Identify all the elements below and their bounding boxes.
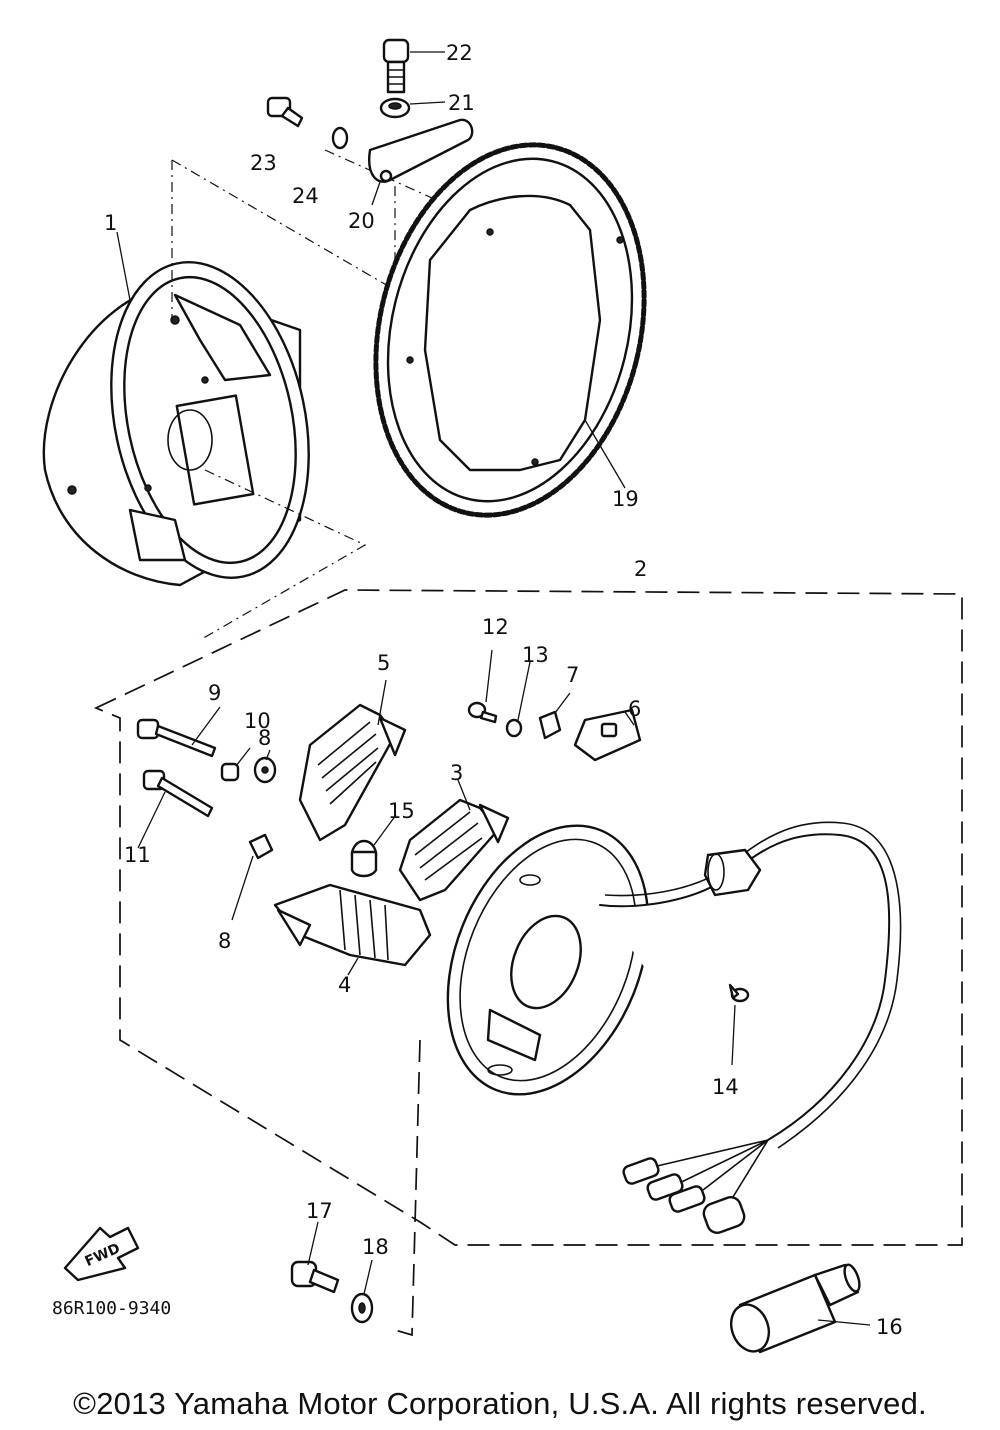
bolt-17-leader bbox=[307, 1221, 319, 1266]
coil-5-leader bbox=[377, 679, 387, 726]
clip-8b-leader bbox=[231, 855, 254, 921]
callout-23: 23 bbox=[250, 151, 277, 175]
brush-holder bbox=[573, 708, 642, 762]
screw-9-leader bbox=[191, 706, 221, 746]
callout-8a: 8 bbox=[258, 726, 271, 750]
coil-4-leader bbox=[347, 957, 359, 976]
cap-bolt bbox=[382, 38, 410, 94]
callout-5: 5 bbox=[377, 651, 390, 675]
spacer-15-leader bbox=[373, 814, 397, 846]
alignment-line-stator bbox=[199, 469, 367, 641]
washer-10-leader bbox=[235, 747, 251, 767]
callout-22: 22 bbox=[446, 41, 473, 65]
coil-4 bbox=[273, 883, 432, 967]
callout-11: 11 bbox=[124, 843, 151, 867]
callout-19: 19 bbox=[612, 487, 639, 511]
washer-18 bbox=[350, 1292, 374, 1324]
flange-bolt-17 bbox=[290, 1260, 340, 1294]
diagram-code: 86R100-9340 bbox=[52, 1298, 171, 1319]
stator-base-plate bbox=[446, 824, 672, 1096]
washer-leader bbox=[409, 101, 446, 105]
grommet bbox=[703, 848, 762, 897]
clip-8b bbox=[248, 833, 274, 860]
connector-terminals bbox=[622, 1139, 769, 1234]
callout-20: 20 bbox=[348, 209, 375, 233]
callout-13: 13 bbox=[522, 643, 549, 667]
puller-leader bbox=[817, 1319, 871, 1326]
callout-15: 15 bbox=[388, 799, 415, 823]
callout-6: 6 bbox=[628, 697, 641, 721]
bracket-leader bbox=[371, 181, 381, 206]
flywheel-leader bbox=[116, 231, 131, 301]
starter-ring-gear bbox=[373, 142, 647, 518]
callout-18: 18 bbox=[362, 1235, 389, 1259]
washer-10 bbox=[220, 762, 240, 782]
long-screw-9 bbox=[136, 718, 217, 758]
screw-14 bbox=[728, 983, 750, 1003]
brush-holder-leader bbox=[624, 711, 635, 726]
fwd-arrow-icon: FWD bbox=[63, 1226, 140, 1282]
callout-7: 7 bbox=[566, 663, 579, 687]
screw-12-leader bbox=[485, 649, 493, 703]
screw-11-leader bbox=[137, 791, 166, 849]
callout-21: 21 bbox=[448, 91, 475, 115]
callout-1: 1 bbox=[104, 211, 117, 235]
washer bbox=[379, 97, 411, 119]
long-screw-11 bbox=[142, 769, 214, 818]
coil-3-leader bbox=[457, 779, 471, 811]
callout-16: 16 bbox=[876, 1315, 903, 1339]
wire-clip bbox=[538, 710, 562, 740]
callout-9: 9 bbox=[208, 681, 221, 705]
bracket-plate bbox=[368, 118, 474, 183]
pan-screw-12 bbox=[467, 701, 498, 724]
callout-12: 12 bbox=[482, 615, 509, 639]
puller-tool bbox=[729, 1263, 861, 1354]
nut-8a-leader bbox=[265, 749, 271, 761]
callout-3: 3 bbox=[450, 761, 463, 785]
callout-10: 10 bbox=[244, 709, 271, 733]
stator-assembly-outline bbox=[93, 589, 963, 1246]
nut-8a bbox=[253, 756, 277, 784]
screw-14-leader bbox=[731, 1004, 736, 1066]
exploded-parts-diagram: FWD 22 21 23 24 20 1 19 2 12 13 5 7 6 9 … bbox=[42, 38, 963, 1354]
copyright-notice: ©2013 Yamaha Motor Corporation, U.S.A. A… bbox=[73, 1386, 927, 1421]
callout-2: 2 bbox=[634, 557, 647, 581]
callout-4: 4 bbox=[338, 973, 351, 997]
wire-clip-leader bbox=[554, 692, 571, 714]
callout-24: 24 bbox=[292, 184, 319, 208]
ring-gear-leader bbox=[584, 419, 626, 489]
spacer-15 bbox=[350, 839, 378, 878]
washer-13 bbox=[505, 718, 523, 738]
callout-8b: 8 bbox=[218, 929, 231, 953]
assembly-bracket-line bbox=[394, 1039, 421, 1337]
callout-17: 17 bbox=[306, 1199, 333, 1223]
washer-18-leader bbox=[363, 1259, 373, 1295]
flange-screw bbox=[266, 96, 304, 128]
lock-nut bbox=[331, 126, 349, 150]
coil-3 bbox=[398, 798, 510, 902]
coil-5 bbox=[298, 703, 407, 842]
flywheel-rotor bbox=[42, 261, 310, 587]
washer-13-leader bbox=[517, 661, 531, 721]
wire-harness bbox=[599, 833, 891, 1141]
callout-14: 14 bbox=[712, 1075, 739, 1099]
